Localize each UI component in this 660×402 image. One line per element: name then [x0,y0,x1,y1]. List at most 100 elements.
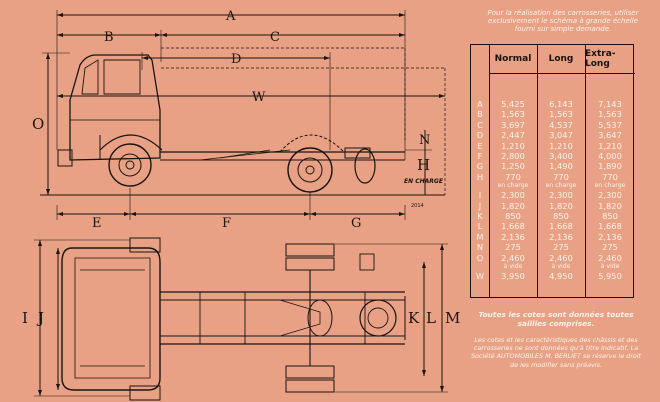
dim-label-a: A [225,9,236,24]
table-row: D 2,447 3,047 3,647 [471,130,635,140]
row-key: N [476,242,484,253]
row-key: F [477,151,483,161]
row-key: A [477,99,483,109]
table-cell: 2,460 [598,252,622,263]
table-cell: 1,250 [501,161,525,172]
row-key: I [478,190,482,201]
dim-label-w: W [252,90,266,105]
table-cell: 4,537 [549,119,573,130]
table-cell: 850 [505,211,521,221]
dim-label-j: J [36,309,44,327]
dim-label-g: G [351,216,361,231]
row-key: H [476,171,484,182]
table-row: K 850 850 850 [471,211,635,221]
dim-label-h: H [417,156,430,174]
table-cell: 3,950 [501,271,525,281]
table-cell: 2,300 [549,190,573,201]
table-cell: 2,300 [598,190,622,201]
table-cell: 2,136 [501,231,525,242]
col-header-normal: Normal [489,45,537,74]
table-cell: 2,800 [501,151,525,161]
table-row: C 3,697 4,537 5,537 [471,120,635,130]
en-charge-label: EN CHARGE [404,178,444,185]
drawing-ref-number: 2014 [411,203,424,209]
table-cell: 5,950 [598,271,622,281]
truck-dimension-drawing: A B C D W O N H EN CHARGE 2014 E F G I J… [22,9,460,401]
table-cell: 850 [602,211,618,221]
table-cell: 275 [602,242,618,253]
note-saillies: Toutes les cotes sont données toutes sai… [478,310,634,328]
table-cell: 1,890 [598,161,622,172]
row-key: L [477,221,483,232]
table-cell: 1,563 [598,109,622,120]
table-cell: 2,300 [501,190,525,201]
table-cell: en charge [497,182,529,190]
table-cell: 1,820 [598,200,622,211]
table-cell: 6,143 [549,99,573,109]
table-row: O 2,460 2,460 2,460 [471,253,635,263]
table-row: M 2,136 2,136 2,136 [471,232,635,242]
table-cell: à vide [600,263,620,270]
table-cell: 1,210 [549,140,573,151]
row-key: J [478,200,482,211]
table-cell: à vide [503,263,523,270]
dim-label-m: M [445,309,460,327]
table-cell: en charge [545,182,577,190]
col-header-long: Long [537,45,585,74]
table-row: A 5,425 6,143 7,143 [471,99,635,109]
dim-label-f: F [222,216,231,231]
table-subrow: en charge en charge en charge [471,182,635,190]
note-disclaimer: Les cotes et les caractéristiques des ch… [470,336,642,369]
table-cell: 1,820 [549,200,573,211]
col-header-extra-long: Extra-Long [585,45,635,74]
table-row: E 1,210 1,210 1,210 [471,141,635,151]
dim-label-l: L [426,309,436,327]
table-cell: 1,563 [501,109,525,120]
table-cell: à vide [551,263,571,270]
table-cell: 2,136 [549,231,573,242]
table-cell: 2,447 [501,130,525,141]
table-cell: 1,490 [549,161,573,172]
table-cell: 2,460 [549,252,573,263]
table-cell: en charge [594,182,626,190]
table-cell: 1,210 [501,140,525,151]
table-cell: 1,668 [598,221,622,232]
table-subrow: à vide à vide à vide [471,263,635,271]
table-cell: 7,143 [598,99,622,109]
table-cell: 1,563 [549,109,573,120]
table-cell: 1,210 [598,140,622,151]
row-key: K [477,211,483,221]
table-cell: 2,460 [501,252,525,263]
table-cell: 3,697 [501,119,525,130]
dim-label-k: K [408,309,420,327]
table-cell: 1,668 [549,221,573,232]
dim-label-e: E [92,216,102,231]
table-cell: 3,647 [598,130,622,141]
table-row: I 2,300 2,300 2,300 [471,190,635,200]
table-cell: 3,047 [549,130,573,141]
dim-label-b: B [104,30,114,45]
row-key: O [476,252,484,263]
table-cell: 1,820 [501,200,525,211]
row-key: E [477,140,483,151]
table-cell: 5,537 [598,119,622,130]
table-cell: 2,136 [598,231,622,242]
table-cell: 5,425 [501,99,525,109]
dim-label-n: N [419,133,430,148]
note-carrosserie: Pour la réalisation des carrosseries, ut… [487,9,639,34]
row-key: C [477,119,483,130]
row-key: D [476,130,484,141]
dim-label-i: I [22,309,28,327]
table-cell: 850 [553,211,569,221]
table-cell: 770 [553,171,569,182]
dim-label-d: D [231,52,241,67]
row-key: M [476,231,484,242]
table-row: J 1,820 1,820 1,820 [471,201,635,211]
